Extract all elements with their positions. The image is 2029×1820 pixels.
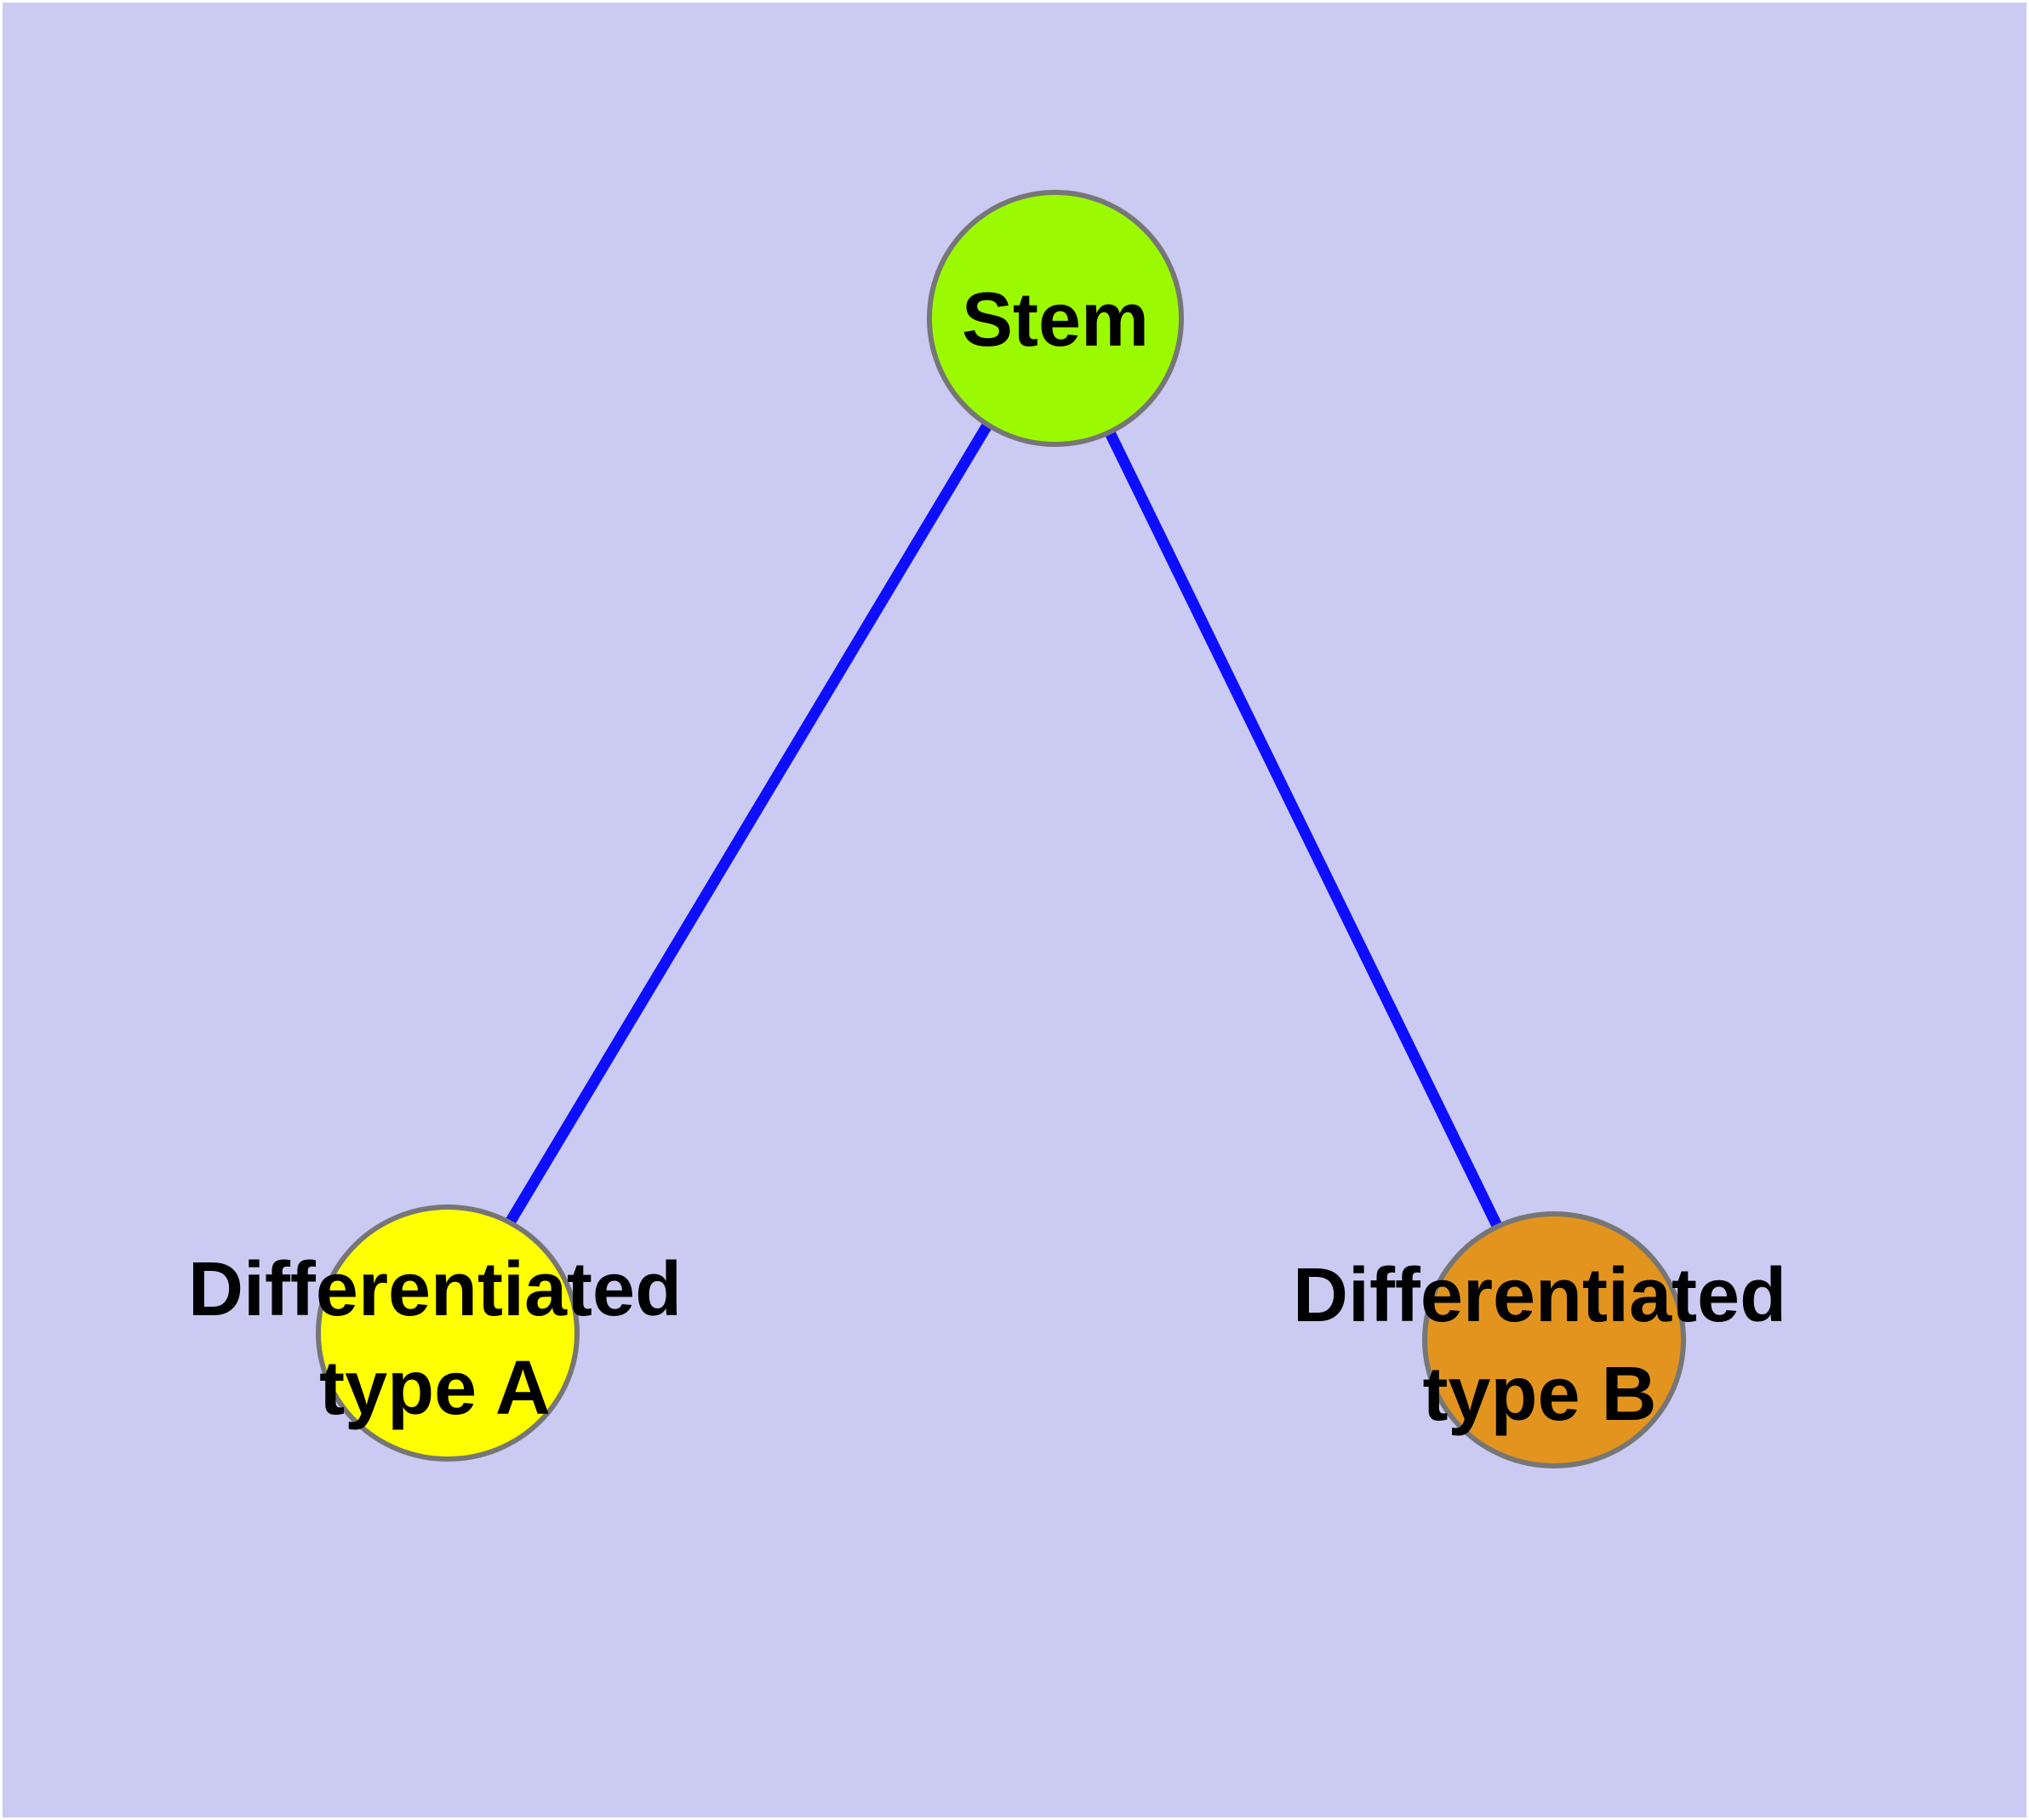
node-differentiated-type-b[interactable] <box>1422 1211 1686 1468</box>
node-type-a-label: Differentiated type A <box>187 1247 683 1431</box>
node-stem[interactable] <box>927 190 1184 447</box>
node-differentiated-type-a[interactable] <box>316 1205 580 1462</box>
node-type-b-label: Differentiated type B <box>1292 1253 1787 1437</box>
edge-layer <box>440 312 1557 1340</box>
node-stem-label: Stem <box>961 278 1150 363</box>
edge-stem-to-type-b <box>1048 313 1557 1340</box>
edge-stem-to-type-a <box>440 312 1058 1334</box>
